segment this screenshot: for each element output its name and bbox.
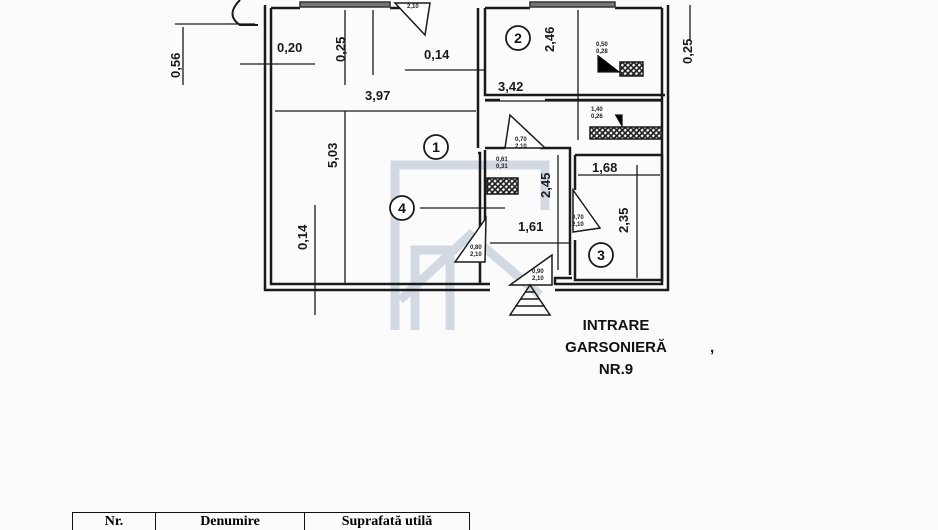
svg-text:0,61: 0,61	[496, 157, 508, 163]
dim-label: 0,25	[333, 37, 348, 62]
dim-label: 0,14	[295, 224, 310, 250]
svg-text:0,31: 0,31	[496, 164, 508, 170]
dim-label: 1,68	[592, 160, 617, 175]
entrance-label: GARSONIERĂ	[565, 339, 667, 356]
dim-label: 3,97	[365, 88, 390, 103]
table-header-row: Nr. Denumire Suprafată utilă	[73, 513, 470, 530]
dim-label: 2,45	[538, 173, 553, 198]
room-number: 2	[514, 30, 522, 46]
dim-label: 0,20	[277, 40, 302, 55]
svg-text:0,70: 0,70	[572, 215, 584, 221]
svg-text:2,10: 2,10	[470, 252, 482, 258]
header-denumire: Denumire	[156, 513, 305, 530]
room-number: 4	[398, 200, 406, 216]
svg-text:0,26: 0,26	[591, 114, 603, 120]
stray-mark: ,	[710, 339, 714, 356]
windows	[300, 2, 615, 7]
svg-text:0,80: 0,80	[470, 245, 482, 251]
room-number: 1	[432, 139, 440, 155]
dim-label: 2,35	[616, 208, 631, 233]
dim-label: 0,25	[680, 39, 695, 64]
dim-label: 2,46	[542, 27, 557, 52]
dim-label: 0,56	[168, 53, 183, 78]
svg-text:2,10: 2,10	[532, 276, 544, 282]
area-table: Nr. Denumire Suprafată utilă	[72, 512, 470, 530]
svg-text:2,10: 2,10	[515, 144, 527, 150]
svg-text:2,10: 2,10	[572, 222, 584, 228]
header-nr: Nr.	[73, 513, 156, 530]
dim-label: 3,42	[498, 79, 523, 94]
entrance-label: INTRARE	[583, 317, 650, 334]
room-number: 3	[597, 247, 605, 263]
dim-label: 0,14	[424, 47, 450, 62]
entrance-label: NR.9	[599, 361, 633, 378]
svg-text:0,50: 0,50	[596, 42, 608, 48]
svg-text:0,90: 0,90	[532, 269, 544, 275]
header-suprafata: Suprafată utilă	[305, 513, 470, 530]
dim-label: 5,03	[325, 143, 340, 168]
svg-text:0,70: 0,70	[515, 137, 527, 143]
dim-label: 1,61	[518, 219, 543, 234]
balcony-arc	[233, 0, 259, 25]
svg-text:0,28: 0,28	[596, 49, 608, 55]
svg-text:2,10: 2,10	[407, 4, 419, 10]
svg-text:1,40: 1,40	[591, 107, 603, 113]
